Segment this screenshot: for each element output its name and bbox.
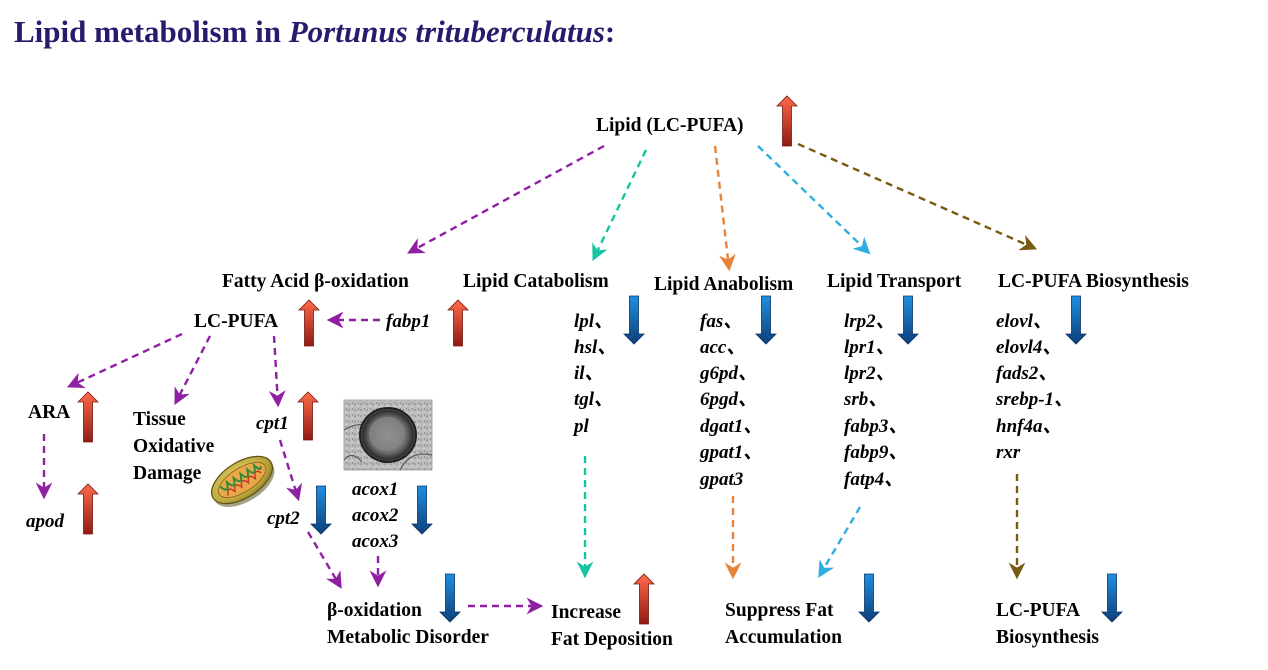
- up-arrow-icon: [77, 483, 99, 535]
- down-arrows: [310, 295, 1123, 623]
- gene-transport-2: lpr1、: [844, 337, 895, 358]
- arrow-cpt1-to-cpt2: [278, 439, 303, 502]
- up-arrow-icon: [298, 299, 320, 347]
- arrow-cpt2-to-disorder: [306, 531, 342, 589]
- gene-transport-5: fabp3、: [844, 416, 907, 437]
- node-suppress-fat-line-2: Accumulation: [725, 627, 842, 648]
- up-arrow-icon: [77, 391, 99, 443]
- gene-list-biosynthesis: elovl、 elovl4、 fads2、 srebp-1、 hnf4a、 rx…: [995, 311, 1073, 463]
- node-beta-disorder-line-1: β-oxidation: [327, 600, 422, 621]
- gene-acox2: acox2: [352, 505, 399, 526]
- node-biosynth-out-line-2: Biosynthesis: [996, 627, 1099, 648]
- gene-catabolism-3: il、: [574, 363, 604, 384]
- gene-catabolism-4: tgl、: [574, 389, 613, 410]
- mitochondrion-icon: [211, 455, 275, 508]
- gene-cpt2: cpt2: [267, 508, 300, 529]
- gene-anabolism-1: fas、: [700, 311, 742, 332]
- node-increase-fat-line-1: Increase: [551, 602, 621, 623]
- node-lcpufa-biosynthesis: LC-PUFA Biosynthesis: [998, 271, 1189, 292]
- arrow-root-to-transport: [757, 145, 871, 255]
- down-arrow-icon: [411, 485, 433, 535]
- up-arrow-icon: [297, 391, 319, 441]
- gene-transport-7: fatp4、: [844, 469, 903, 490]
- node-tissue-line-2: Oxidative: [133, 436, 215, 457]
- down-arrow-icon: [858, 573, 880, 623]
- up-arrow-icon: [776, 95, 798, 147]
- gene-catabolism-5: pl: [572, 416, 590, 437]
- node-root: Lipid (LC-PUFA): [596, 115, 744, 136]
- gene-list-anabolism: fas、 acc、 g6pd、 6pgd、 dgat1、 gpat1、 gpat…: [699, 311, 762, 490]
- gene-acox3: acox3: [352, 531, 398, 552]
- gene-anabolism-3: g6pd、: [699, 363, 757, 384]
- gene-transport-3: lpr2、: [844, 363, 895, 384]
- node-beta-disorder-line-2: Metabolic Disorder: [327, 627, 489, 648]
- node-suppress-fat-line-1: Suppress Fat: [725, 600, 834, 621]
- gene-fabp1: fabp1: [386, 311, 430, 332]
- page-title: Lipid metabolism in Portunus tritubercul…: [14, 14, 615, 49]
- gene-acox1: acox1: [352, 479, 398, 500]
- node-beta-oxidation: Fatty Acid β-oxidation: [222, 271, 409, 292]
- gene-biosynthesis-1: elovl、: [996, 311, 1052, 332]
- gene-cpt1: cpt1: [256, 413, 289, 434]
- arrow-lcpufa-to-cpt1: [268, 335, 286, 408]
- arrow-lcpufa-to-tissue: [174, 335, 212, 405]
- down-arrow-icon: [439, 573, 461, 623]
- connectors: [35, 142, 1038, 615]
- down-arrow-icon: [310, 485, 332, 535]
- gene-transport-1: lrp2、: [844, 311, 895, 332]
- down-arrow-icon: [1101, 573, 1123, 623]
- arrow-root-to-biosynthesis: [797, 142, 1038, 251]
- down-arrow-icon: [623, 295, 645, 345]
- up-arrows: [77, 95, 798, 625]
- gene-list-transport: lrp2、 lpr1、 lpr2、 srb、 fabp3、 fabp9、 fat…: [843, 311, 907, 490]
- node-lipid-catabolism: Lipid Catabolism: [463, 271, 609, 292]
- gene-anabolism-2: acc、: [700, 337, 745, 358]
- down-arrow-icon: [897, 295, 919, 345]
- up-arrow-icon: [633, 573, 655, 625]
- gene-biosynthesis-5: hnf4a、: [996, 416, 1061, 437]
- arrow-root-to-catabolism: [592, 149, 648, 262]
- gene-biosynthesis-3: fads2、: [996, 363, 1057, 384]
- node-ara: ARA: [28, 402, 70, 423]
- gene-biosynthesis-2: elovl4、: [996, 337, 1061, 358]
- node-biosynth-out-line-1: LC-PUFA: [996, 600, 1080, 621]
- gene-anabolism-4: 6pgd、: [700, 389, 757, 410]
- gene-catabolism-1: lpl、: [574, 311, 613, 332]
- arrow-root-to-anabolism: [713, 145, 736, 272]
- node-tissue-line-1: Tissue: [133, 409, 186, 430]
- gene-anabolism-6: gpat1、: [699, 442, 762, 463]
- node-increase-fat-line-2: Fat Deposition: [551, 629, 673, 650]
- gene-biosynthesis-4: srebp-1、: [995, 389, 1073, 410]
- lipid-droplet-micrograph: [343, 399, 433, 471]
- down-arrow-icon: [755, 295, 777, 345]
- gene-transport-4: srb、: [843, 389, 887, 410]
- node-lcpufa: LC-PUFA: [194, 311, 278, 332]
- gene-anabolism-5: dgat1、: [700, 416, 762, 437]
- node-tissue-line-3: Damage: [133, 463, 202, 484]
- arrow-lcpufa-to-ara: [66, 332, 183, 388]
- arrow-transport-to-suppress-fat: [818, 506, 862, 578]
- gene-catabolism-2: hsl、: [574, 337, 616, 358]
- node-lipid-transport: Lipid Transport: [827, 271, 962, 292]
- gene-biosynthesis-6: rxr: [996, 442, 1021, 463]
- gene-list-catabolism: lpl、 hsl、 il、 tgl、 pl: [572, 311, 616, 437]
- arrow-root-to-beta-oxidation: [407, 144, 605, 254]
- gene-anabolism-7: gpat3: [699, 469, 743, 490]
- down-arrow-icon: [1065, 295, 1087, 345]
- gene-apod: apod: [26, 511, 65, 532]
- up-arrow-icon: [447, 299, 469, 347]
- gene-transport-6: fabp9、: [844, 442, 907, 463]
- node-lipid-anabolism: Lipid Anabolism: [654, 274, 793, 295]
